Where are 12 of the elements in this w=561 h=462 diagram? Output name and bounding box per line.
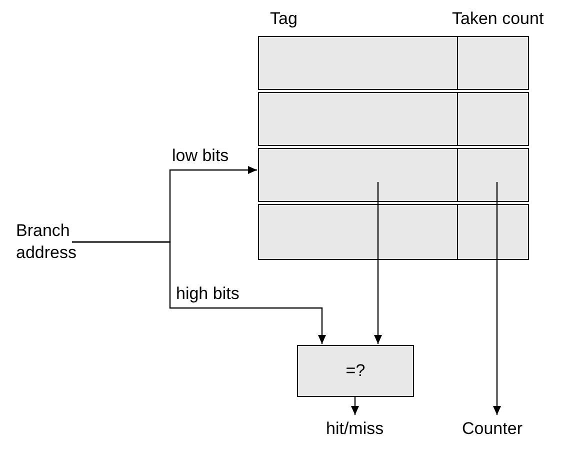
table-box	[258, 36, 529, 260]
edge-label: high bits	[176, 284, 240, 304]
arrow	[374, 182, 382, 344]
arrow	[351, 397, 359, 415]
arrow	[493, 182, 501, 415]
node-text: hit/miss	[326, 416, 402, 442]
arrow	[72, 241, 326, 344]
node-text: Branch address	[16, 218, 106, 266]
node-text: Counter	[462, 416, 542, 442]
comparator-box: =?	[297, 345, 414, 397]
column-header: Tag	[270, 8, 298, 30]
column-header: Taken count	[452, 8, 544, 30]
